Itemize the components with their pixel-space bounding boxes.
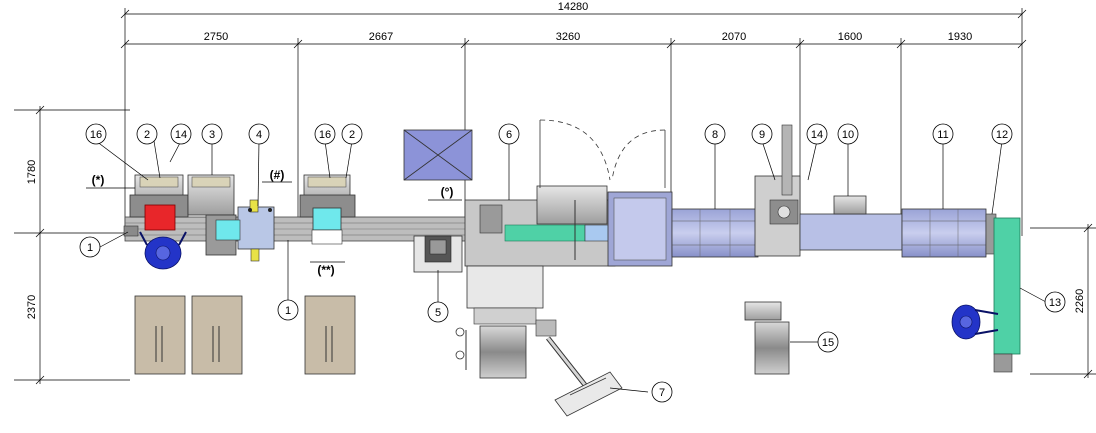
svg-text:14: 14: [811, 129, 823, 141]
markers: [86, 181, 462, 263]
marker-star: (*): [92, 173, 105, 187]
marker-degree: (°): [441, 185, 454, 199]
svg-text:3: 3: [209, 129, 215, 141]
callout-5: 5: [427, 301, 449, 323]
svg-text:1: 1: [285, 305, 291, 317]
callout-3: 3: [201, 123, 223, 145]
station-6-machine: [464, 119, 673, 267]
callout-10: 10: [837, 123, 859, 145]
station-8-conveyor: [671, 208, 759, 258]
callout-16-left: 16: [85, 123, 107, 145]
svg-text:14: 14: [175, 129, 187, 141]
svg-text:12: 12: [996, 129, 1008, 141]
callout-11: 11: [932, 123, 954, 145]
callout-9: 9: [751, 123, 773, 145]
station-11-conveyor: [901, 208, 987, 258]
station-9-unit: [754, 124, 801, 257]
callout-leaders: [95, 140, 1047, 393]
callout-2-left: 2: [136, 123, 158, 145]
callout-14-right: 14: [806, 123, 828, 145]
station-4-unit: [215, 199, 275, 262]
svg-text:1: 1: [87, 242, 93, 254]
dimension-segment-1: 2750: [204, 31, 228, 43]
svg-text:13: 13: [1049, 297, 1061, 309]
dimension-segment-3: 3260: [556, 31, 580, 43]
callout-7: 7: [651, 381, 673, 403]
vertical-dimension-upper: 1780: [26, 160, 38, 184]
svg-text:2: 2: [144, 129, 150, 141]
callout-1-middle: 1: [277, 299, 299, 321]
marker-hash: (#): [270, 168, 285, 182]
operator-right: [951, 304, 999, 340]
dimension-segment-5: 1600: [838, 31, 862, 43]
svg-text:4: 4: [256, 129, 262, 141]
callout-6: 6: [498, 123, 520, 145]
right-dimension-lines: [1030, 223, 1096, 379]
svg-text:7: 7: [659, 387, 665, 399]
pallets: [134, 295, 356, 375]
station-13-green-conveyor: [985, 213, 1021, 373]
callout-12: 12: [991, 123, 1013, 145]
svg-text:10: 10: [842, 129, 854, 141]
loading-area: [455, 265, 557, 379]
svg-text:15: 15: [822, 337, 834, 349]
svg-text:8: 8: [712, 129, 718, 141]
marker-double-star: (**): [317, 263, 334, 277]
blue-crossed-box: [403, 129, 473, 181]
station-red-unit: [123, 174, 189, 237]
dimension-segment-2: 2667: [369, 31, 393, 43]
callout-2-right: 2: [341, 123, 363, 145]
svg-text:16: 16: [90, 129, 102, 141]
station-5-unit: [413, 235, 463, 273]
vertical-dimension-lower: 2370: [26, 295, 38, 319]
callout-13: 13: [1044, 291, 1066, 313]
svg-text:16: 16: [319, 129, 331, 141]
operator-left: [139, 231, 187, 270]
callout-1-left: 1: [79, 236, 101, 258]
left-dimension-lines: [14, 105, 130, 385]
vertical-dimension-right: 2260: [1074, 289, 1086, 313]
station-7-arm: [546, 336, 623, 417]
callout-8: 8: [704, 123, 726, 145]
callout-15: 15: [817, 331, 839, 353]
station-cyan-unit: [299, 174, 356, 245]
svg-text:5: 5: [435, 307, 441, 319]
station-15-unit: [744, 301, 790, 375]
dimension-segment-6: 1930: [948, 31, 972, 43]
total-dimension: 14280: [558, 1, 589, 13]
svg-text:9: 9: [759, 129, 765, 141]
callout-4: 4: [248, 123, 270, 145]
svg-text:6: 6: [506, 129, 512, 141]
svg-text:11: 11: [937, 129, 948, 141]
svg-text:2: 2: [349, 129, 355, 141]
station-3-unit: [187, 174, 237, 256]
callout-16-right: 16: [314, 123, 336, 145]
callout-14-left: 14: [170, 123, 192, 145]
station-10-conveyor: [799, 195, 903, 251]
dimension-segment-4: 2070: [722, 31, 746, 43]
